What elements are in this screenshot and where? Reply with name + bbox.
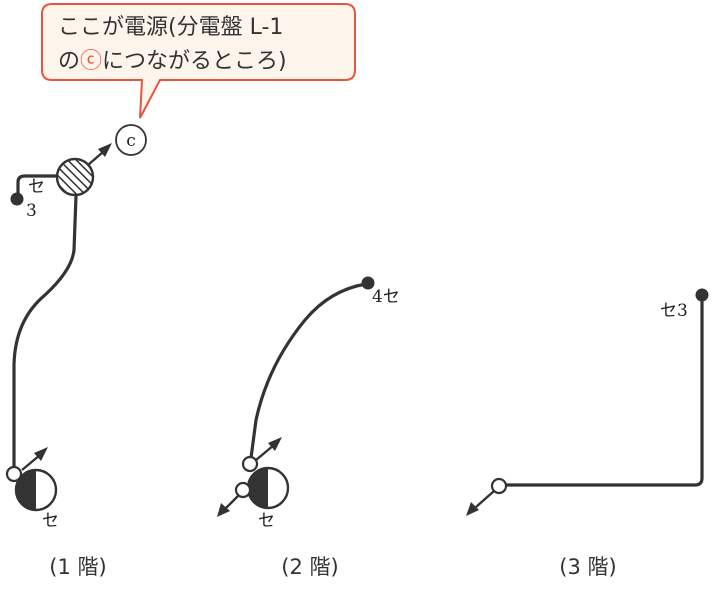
- callout: ここが電源(分電盤 L-1 のⓒにつながるところ): [41, 3, 356, 119]
- floor-2-lower-label: セ: [258, 511, 275, 531]
- floor-1-lower-label: セ: [42, 511, 59, 531]
- floor-2-junction-small-circle-upper: [241, 455, 259, 473]
- outlet-dot: [695, 288, 709, 302]
- floor-2-drop-arrow: [225, 495, 239, 509]
- arrow-head-icon: [98, 143, 112, 157]
- arrow-head-icon: [217, 503, 230, 517]
- outlet-dot: [361, 276, 375, 290]
- floor-1-wire-upper: [16, 174, 60, 200]
- floor-2-caption: (2 階): [281, 555, 338, 579]
- floor-3-junction-small-circle: [490, 477, 508, 495]
- upward-wire-arrow: [87, 151, 104, 166]
- floor-1-caption: (1 階): [49, 555, 106, 579]
- callout-circled-c-mark: ⓒ: [80, 49, 102, 74]
- arrow-head-icon: [268, 437, 282, 451]
- floor-1-outlet-label-se: セ: [28, 177, 45, 197]
- floor-1-junction-half-fill: [16, 470, 36, 510]
- floor-2-riser-arrow: [255, 444, 275, 461]
- floor-2-diagram: 4セ セ (2 階): [217, 276, 400, 579]
- floor-1-riser-arrow: [21, 454, 41, 471]
- source-c-label: c: [126, 131, 136, 151]
- floor-2-junction-small-circle-lower: [234, 481, 252, 499]
- floor-2-wire: [249, 282, 368, 460]
- callout-bubble: [41, 3, 356, 119]
- floor-1-junction-small-circle: [5, 465, 23, 483]
- arrow-head-icon: [466, 502, 479, 516]
- floor-1-outlet-label-num: 3: [26, 201, 37, 221]
- floor-3-caption: (3 階): [559, 555, 616, 579]
- callout-line-2-prefix: の: [58, 49, 80, 74]
- floor-2-junction-half-fill: [248, 468, 268, 508]
- floor-1-wire-main: [12, 194, 78, 468]
- callout-line-2-suffix: につながるところ): [102, 49, 287, 74]
- callout-line-1: ここが電源(分電盤 L-1: [58, 15, 283, 40]
- floor-2-outlet-label: 4セ: [372, 287, 400, 307]
- floor-1-diagram: c セ 3 セ (1 階): [5, 124, 147, 579]
- outlet-dot: [10, 192, 24, 206]
- callout-line-2: のⓒにつながるところ): [58, 49, 287, 74]
- floor-3-diagram: セ3 (3 階): [466, 288, 709, 579]
- floor-3-outlet-label: セ3: [660, 301, 688, 321]
- floor-3-drop-arrow: [475, 490, 495, 508]
- floor-3-wire: [504, 295, 704, 487]
- arrow-head-icon: [34, 447, 48, 461]
- source-c-circle: [115, 124, 147, 156]
- distribution-box-hatched-icon: [55, 157, 95, 197]
